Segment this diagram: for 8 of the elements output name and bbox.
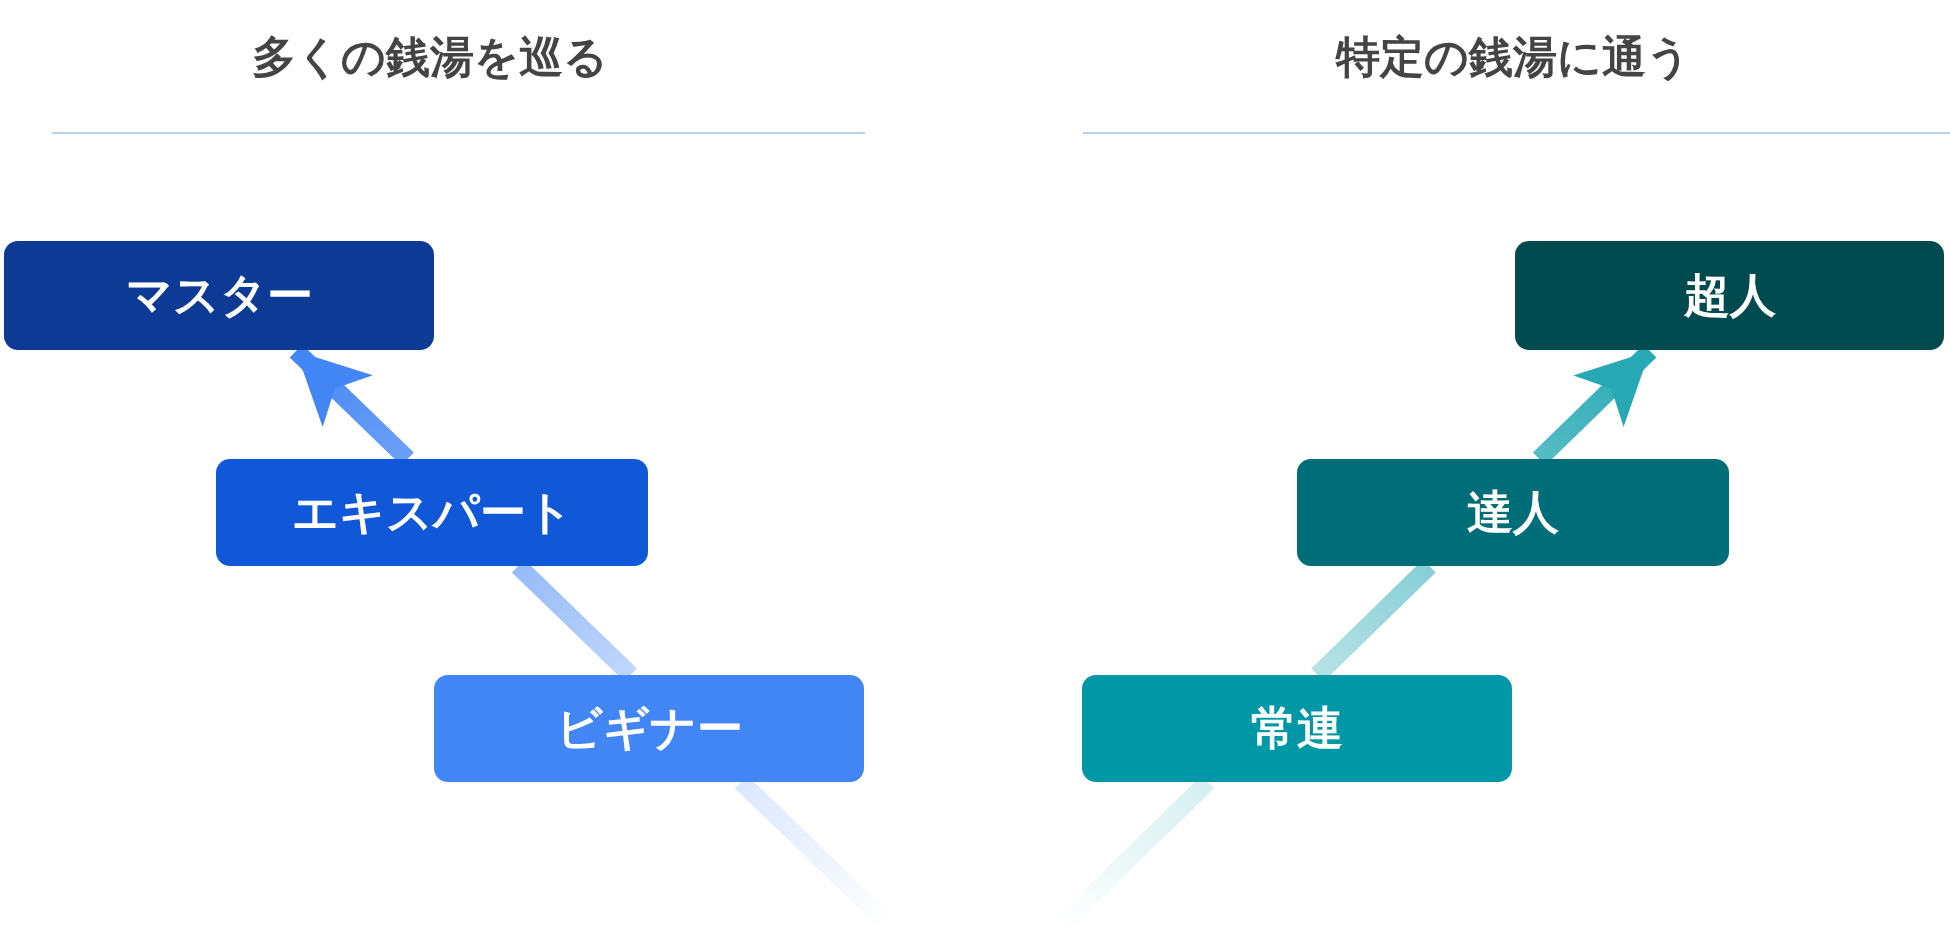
level-box: 達人 (1297, 459, 1729, 566)
level-box: ビギナー (434, 675, 864, 782)
level-box: 常連 (1082, 675, 1512, 782)
column-heading: 特定の銭湯に通う (1335, 30, 1691, 84)
level-box: マスター (4, 241, 434, 350)
column-heading: 多くの銭湯を巡る (252, 30, 608, 84)
level-box: 超人 (1515, 241, 1944, 350)
level-box: エキスパート (216, 459, 648, 566)
